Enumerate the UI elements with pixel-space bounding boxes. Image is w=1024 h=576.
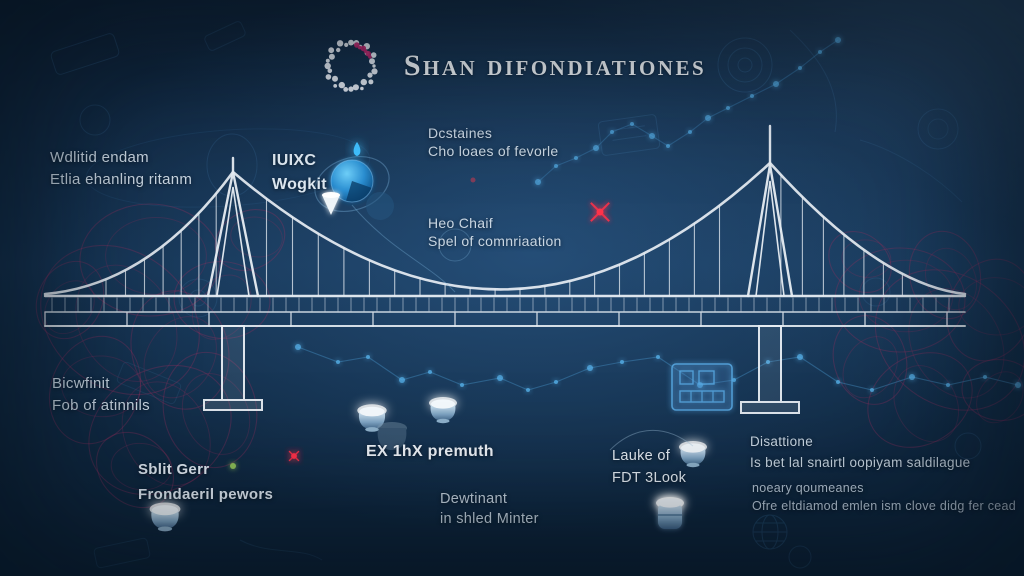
crimson-scribbles-left xyxy=(35,203,286,509)
grid-globe-icon xyxy=(752,514,788,550)
label-line: in shled Minter xyxy=(440,511,539,527)
label-line: Disattione xyxy=(750,434,814,449)
label-line: Heo Chaif xyxy=(428,215,493,231)
label-line: Spel of comnriaation xyxy=(428,233,562,249)
label-sblit-gerr: Sblit Gerr Frondaeril pewors xyxy=(138,457,273,507)
label-top-left: Wdlitid endam Etlia ehanling ritanm xyxy=(50,147,192,191)
label-heo-chaif: Heo Chaif Spel of comnriaation xyxy=(428,214,562,250)
label-line: Is bet lal snairtl oopiyam saldilague xyxy=(750,455,971,470)
faint-pot-icon xyxy=(377,422,407,450)
left-tower xyxy=(203,156,263,411)
label-dewtinant: Dewtinant in shled Minter xyxy=(440,489,539,529)
header: Shan difondiationes xyxy=(0,30,1024,102)
label-line: Dewtinant xyxy=(440,491,508,507)
label-line: EX 1hX premuth xyxy=(366,443,494,460)
globe-cluster xyxy=(314,142,472,293)
label-disattione: Disattione Is bet lal snairtl oopiyam sa… xyxy=(750,431,970,473)
label-noeary: noeary qoumeanes Ofre eltdiamod emlen is… xyxy=(752,479,1016,515)
label-bicwfinit: Bicwfinit Fob of atinnils xyxy=(52,373,150,417)
plaque-icon xyxy=(671,363,733,411)
label-line: Ofre eltdiamod emlen ism clove didg fer … xyxy=(752,499,1017,513)
droplet-icon xyxy=(353,142,361,156)
label-line: Wdlitid endam xyxy=(50,149,149,166)
label-line: Etlia ehanling ritanm xyxy=(50,171,193,188)
label-line: Sblit Gerr xyxy=(138,461,210,478)
hanger-cables xyxy=(105,174,903,297)
bowl-icon xyxy=(429,397,457,423)
label-line: Lauke of xyxy=(612,448,671,464)
label-line: Cho loaes of fevorle xyxy=(428,143,559,159)
cone-icon xyxy=(322,192,340,215)
label-line: Dcstaines xyxy=(428,125,493,141)
sparks xyxy=(230,177,613,469)
label-line: Wogkit xyxy=(272,176,327,193)
label-destaines: Dcstaines Cho loaes of fevorle xyxy=(428,124,559,160)
label-line: Fob of atinnils xyxy=(52,397,150,414)
logo-dotted-ring-icon xyxy=(324,39,378,92)
crimson-scribbles-right xyxy=(828,230,1024,448)
label-line: FDT 3Look xyxy=(612,470,687,486)
label-lauke: Lauke of FDT 3Look xyxy=(612,445,686,489)
label-line: noeary qoumeanes xyxy=(752,481,864,495)
label-line: Bicwfinit xyxy=(52,375,110,392)
label-pulse-weight: IUIXC Wogkit xyxy=(272,149,327,197)
deck xyxy=(43,294,967,327)
label-line: Frondaeril pewors xyxy=(138,486,274,503)
constellation-lines xyxy=(295,37,1021,392)
right-tower xyxy=(740,124,800,414)
label-premuth: EX 1hX premuth xyxy=(366,441,494,463)
jar-icon xyxy=(656,497,684,529)
page-title: Shan difondiationes xyxy=(403,49,707,82)
suspension-bridge xyxy=(43,124,967,414)
label-line: IUIXC xyxy=(272,152,317,169)
